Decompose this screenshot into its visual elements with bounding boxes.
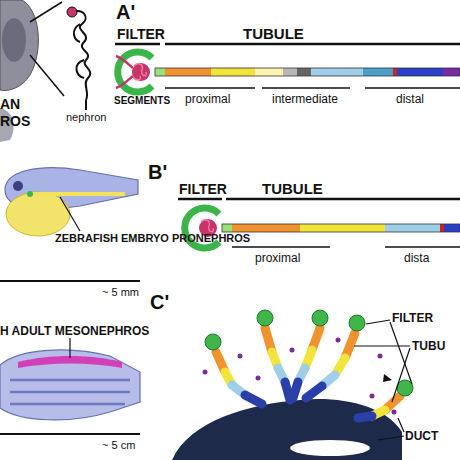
pronephros-glomerulus xyxy=(27,191,33,197)
tubule-branches xyxy=(216,328,400,418)
bowman-capsule xyxy=(118,52,152,92)
tubule-segment xyxy=(300,224,385,232)
figure-label: ~ 5 cm xyxy=(102,440,135,451)
tubule-segment xyxy=(222,224,232,232)
tubule-segment xyxy=(297,68,311,76)
tubule-bracket xyxy=(165,43,460,46)
figure-label: H ADULT MESONEPHROS xyxy=(0,325,149,337)
nephron-drawing xyxy=(72,11,90,110)
tubule-bracket xyxy=(226,198,460,201)
embryo-eye xyxy=(13,181,23,191)
figure-label: proximal xyxy=(255,252,300,264)
segment-bracket xyxy=(365,87,460,89)
tubule-segment xyxy=(311,68,363,76)
glomerulus-small xyxy=(67,7,77,17)
purple-dots xyxy=(203,338,397,415)
capillary-loops xyxy=(201,220,213,232)
filter-bracket xyxy=(115,43,160,46)
tubule-segment xyxy=(440,224,444,232)
tubule-segment xyxy=(165,68,211,76)
pronephros-duct xyxy=(30,192,125,196)
figure-label: DUCT xyxy=(405,430,438,442)
arrowhead xyxy=(383,374,392,382)
tubule-segment xyxy=(232,224,300,232)
figure-label: TUBULE xyxy=(262,181,323,196)
fish-stripes xyxy=(10,380,130,404)
figure-label: B' xyxy=(148,162,167,182)
figure-label: ~ 5 mm xyxy=(102,287,139,298)
filter-bracket xyxy=(178,198,222,201)
figure-label: AN xyxy=(0,97,20,111)
figure-label: FILTER xyxy=(117,27,165,41)
tubule-segment xyxy=(155,68,165,76)
tubule-segment xyxy=(283,68,297,76)
tubule-outline xyxy=(222,224,460,232)
segment-bracket xyxy=(232,246,330,248)
tubule-segment xyxy=(211,68,255,76)
figure-label: intermediate xyxy=(272,93,338,105)
figure-label: TUBULE xyxy=(243,26,304,41)
leader-line xyxy=(69,338,70,358)
kidney-pelvis xyxy=(2,18,26,62)
tubule-outline xyxy=(155,68,460,76)
duct-lumen xyxy=(290,440,370,456)
figure-label: dista xyxy=(404,252,429,264)
segment-bracket xyxy=(165,87,255,89)
tubule-segment xyxy=(363,68,393,76)
figure-label: proximal xyxy=(185,93,230,105)
leader-line xyxy=(30,55,64,96)
arterioles xyxy=(116,56,133,88)
figure-label: FILTER xyxy=(392,312,433,324)
segment-bracket xyxy=(385,246,460,248)
tubule-segment xyxy=(385,224,440,232)
figure-label: C' xyxy=(150,292,169,312)
leader-lines xyxy=(354,320,412,440)
figure-label: FILTER xyxy=(179,182,227,196)
collecting-duct xyxy=(172,399,402,460)
tubule-segment xyxy=(443,68,460,76)
adult-fish-body xyxy=(0,350,140,420)
scale-bar xyxy=(0,280,140,282)
leader-line xyxy=(60,197,80,231)
scale-bar xyxy=(0,433,140,435)
leader-line xyxy=(30,2,62,22)
human-kidney xyxy=(0,0,38,90)
tubule-segment xyxy=(397,68,443,76)
filter-circles xyxy=(205,310,413,396)
figure-label: nephron xyxy=(66,112,106,123)
segment-bracket xyxy=(262,87,350,89)
figure-label: ROS xyxy=(0,114,30,128)
glomerular-tuft xyxy=(132,63,150,81)
tubule-segment xyxy=(255,68,283,76)
figure-label: distal xyxy=(396,93,424,105)
figure-label: A' xyxy=(116,2,135,22)
tubule-segment xyxy=(393,68,397,76)
capillary-loops xyxy=(132,64,146,80)
figure-label: SEGMENTS xyxy=(114,96,170,106)
figure-label: TUBU xyxy=(412,340,445,352)
figure-label: ZEBRAFISH EMBRYO PRONEPHROS xyxy=(55,233,250,244)
tubule-segment xyxy=(444,224,460,232)
